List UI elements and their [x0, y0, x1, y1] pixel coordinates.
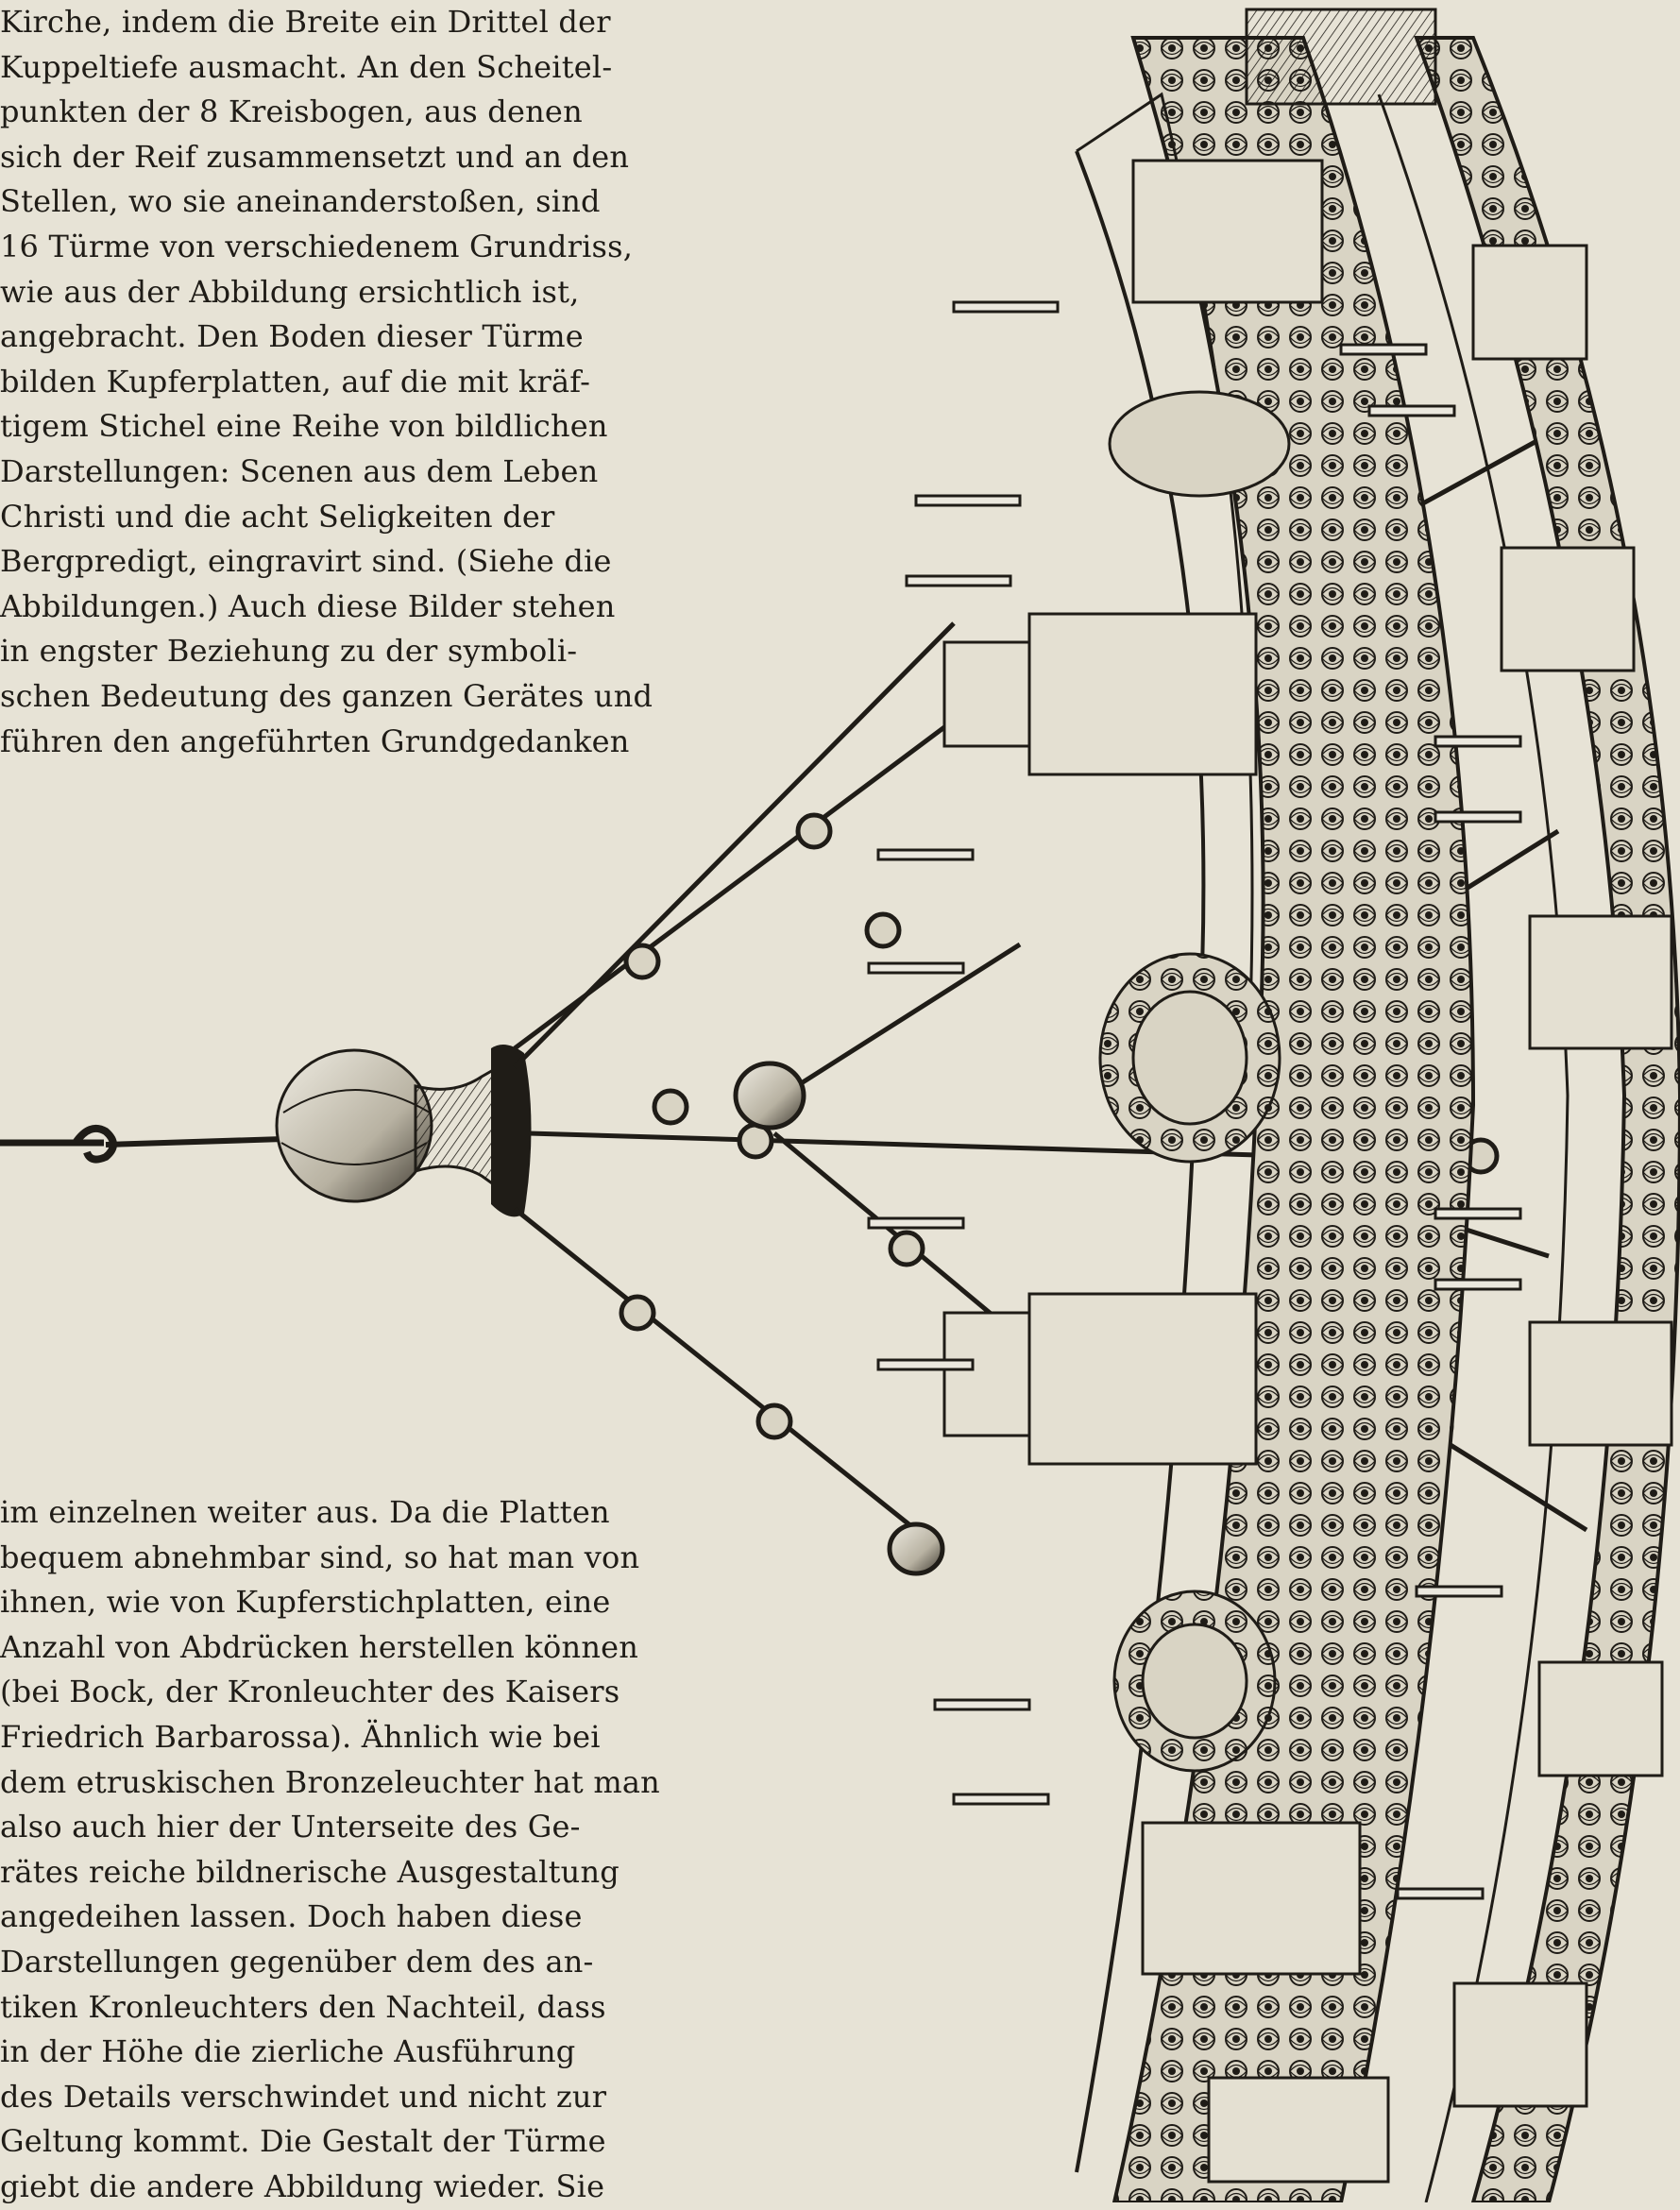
- text-line: Friedrich Barbarossa). Ähnlich wie bei: [0, 1718, 601, 1755]
- text-column-bottom: im einzelnen weiter aus. Da die Platten …: [0, 1490, 660, 2210]
- text-line: bequem abnehmbar sind, so hat man von: [0, 1538, 640, 1575]
- text-line: sich der Reif zusammensetzt und an den: [0, 138, 630, 175]
- text-line: in der Höhe die zierliche Ausführung: [0, 2033, 576, 2070]
- text-line: Geltung kommt. Die Gestalt der Türme: [0, 2123, 606, 2160]
- text-line: führen den angeführten Grundgedanken: [0, 722, 630, 759]
- candles: [867, 300, 1522, 1900]
- text-line: tigem Stichel eine Reihe von bildlichen: [0, 408, 608, 445]
- text-line: angebracht. Den Boden dieser Türme: [0, 318, 584, 355]
- text-line: Darstellungen gegenüber dem des an-: [0, 1943, 594, 1980]
- text-line: Abbildungen.) Auch diese Bilder stehen: [0, 587, 616, 624]
- text-line: angedeihen lassen. Doch haben diese: [0, 1898, 583, 1935]
- text-line: also auch hier der Unterseite des Ge-: [0, 1809, 581, 1845]
- text-line: 16 Türme von verschiedenem Grundriss,: [0, 228, 634, 264]
- text-line: Kuppeltiefe ausmacht. An den Scheitel-: [0, 48, 613, 85]
- text-line: Christi und die acht Seligkeiten der: [0, 498, 555, 535]
- text-line: Anzahl von Abdrücken herstellen können: [0, 1628, 639, 1665]
- text-line: Darstellungen: Scenen aus dem Leben: [0, 452, 599, 489]
- text-line: (bei Bock, der Kronleuchter des Kaisers: [0, 1674, 620, 1710]
- text-line: rätes reiche bildnerische Ausgestaltung: [0, 1853, 619, 1890]
- text-line: Stellen, wo sie aneinanderstoßen, sind: [0, 183, 601, 220]
- text-line: punkten der 8 Kreisbogen, aus denen: [0, 94, 583, 130]
- text-line: des Details verschwindet und nicht zur: [0, 2078, 607, 2115]
- text-line: schen Bedeutung des ganzen Gerätes und: [0, 677, 653, 714]
- text-line: dem etruskischen Bronzeleuchter hat man: [0, 1763, 660, 1800]
- text-line: ihnen, wie von Kupferstichplatten, eine: [0, 1584, 611, 1621]
- text-line: im einzelnen weiter aus. Da die Platten: [0, 1494, 610, 1530]
- text-line: giebt die andere Abbildung wieder. Sie: [0, 2168, 605, 2204]
- text-line: Bergpredigt, eingravirt sind. (Siehe die: [0, 543, 612, 580]
- text-line: bilden Kupferplatten, auf die mit kräf-: [0, 363, 591, 400]
- text-column-top: Kirche, indem die Breite ein Drittel der…: [0, 0, 653, 764]
- crown-towers: [942, 8, 1673, 2184]
- text-line: Kirche, indem die Breite ein Drittel der: [0, 4, 611, 40]
- text-line: wie aus der Abbildung ersichtlich ist,: [0, 273, 580, 310]
- text-line: tiken Kronleuchters den Nachteil, dass: [0, 1988, 606, 2025]
- hanging-hook: [0, 1125, 284, 1164]
- text-line: in engster Beziehung zu der symboli-: [0, 633, 578, 670]
- central-orb: [275, 1045, 532, 1217]
